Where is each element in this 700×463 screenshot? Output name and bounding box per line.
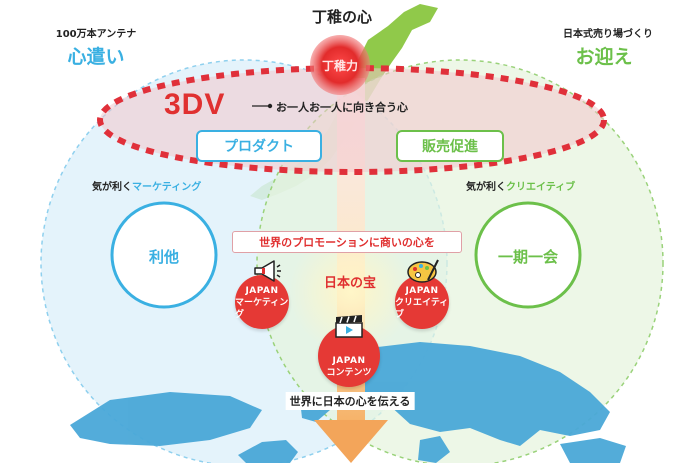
left-subtitle: 100万本アンテナ xyxy=(55,29,137,40)
palette-icon xyxy=(407,259,439,283)
right-tagline-highlight: クリエイティブ xyxy=(506,182,576,193)
left-tagline-highlight: マーケティング xyxy=(132,182,202,193)
node-creative-en: JAPAN xyxy=(405,286,439,296)
node-marketing-jp: マーケティング xyxy=(235,298,289,320)
node-marketing-en: JAPAN xyxy=(245,286,279,296)
right-heading: お迎え xyxy=(575,46,633,68)
treasure-label: 日本の宝 xyxy=(323,276,377,291)
left-tagline: 気が利くマーケティング xyxy=(92,178,201,193)
node-content-jp: コンテンツ xyxy=(326,368,372,378)
central-arrow-head xyxy=(314,420,388,463)
bottom-message: 世界に日本の心を伝える xyxy=(285,392,415,410)
left-heading: 心遣い xyxy=(67,46,125,68)
top-logo-circle xyxy=(310,35,370,95)
treasure-glow xyxy=(289,230,413,354)
sales-promotion-label-box: 販売促進 xyxy=(396,130,504,162)
node-content-en: JAPAN xyxy=(332,356,366,366)
top-logo-text: 丁稚力 xyxy=(321,59,359,73)
promotion-message-box: 世界のプロモーションに商いの心を xyxy=(232,231,462,253)
right-tagline: 気が利くクリエイティブ xyxy=(466,178,575,193)
band-caption: お一人お一人に向き合う心 xyxy=(276,101,408,114)
product-label-box: プロダクト xyxy=(196,130,322,162)
left-inner-circle xyxy=(110,201,218,309)
brand-3dv: 3DV xyxy=(164,88,226,121)
left-tagline-prefix: 気が利く xyxy=(92,182,132,193)
top-title: 丁稚の心 xyxy=(311,8,373,26)
brand-pointer-dot xyxy=(267,103,273,109)
node-creative-jp: クリエイティブ xyxy=(395,298,449,320)
right-inner-circle xyxy=(474,201,582,309)
node-japan-creative: JAPAN クリエイティブ xyxy=(395,275,449,329)
right-tagline-prefix: 気が利く xyxy=(466,182,506,193)
right-circle-label: 一期一会 xyxy=(497,248,559,266)
node-japan-marketing: JAPAN マーケティング xyxy=(235,275,289,329)
right-subtitle: 日本式売り場づくり xyxy=(563,29,653,40)
megaphone-icon xyxy=(254,260,281,282)
left-circle-label: 利他 xyxy=(148,248,180,266)
clapperboard-icon xyxy=(335,315,363,338)
